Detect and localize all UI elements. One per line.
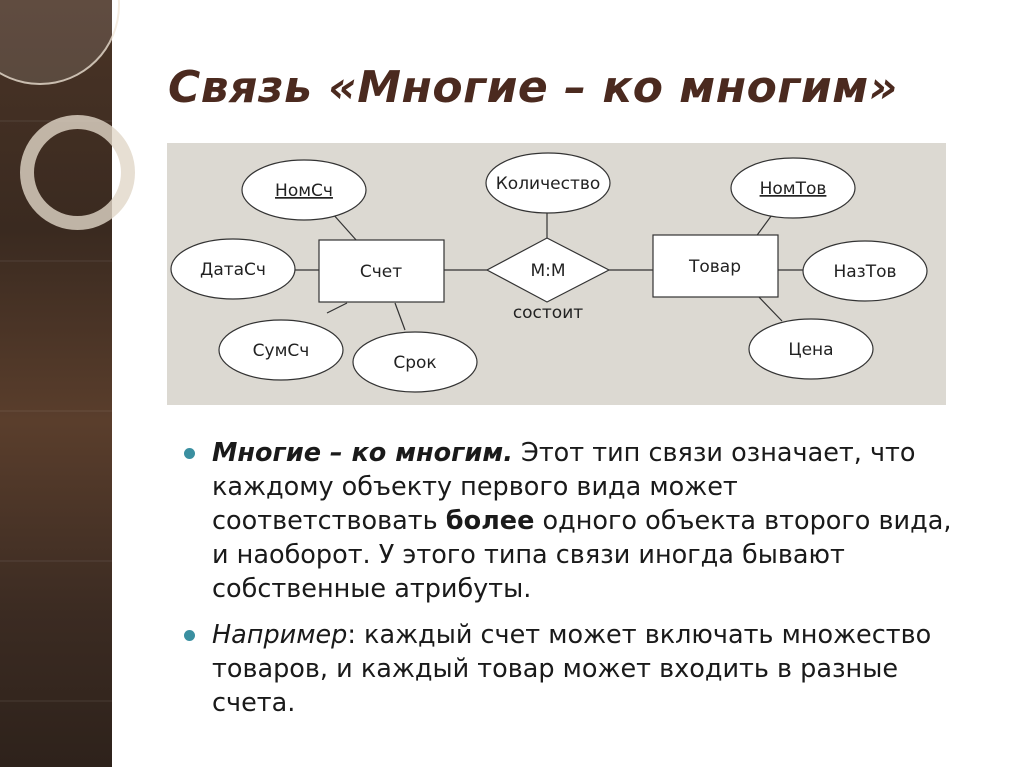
- connector-sumsch: [326, 302, 348, 314]
- entity-schet: [318, 239, 445, 303]
- bullet-text-tail: одного объекта второго вида, и наоборот.…: [212, 506, 952, 604]
- attribute-datasch: [170, 238, 296, 300]
- slide-title: Связь «Многие – ко многим»: [168, 62, 898, 113]
- attribute-kolichestvo: [485, 152, 611, 214]
- attribute-nomsch-label: НомСч: [275, 181, 333, 201]
- attribute-nomtov-label: НомТов: [760, 179, 827, 199]
- attribute-naztov: [802, 240, 928, 302]
- bullet-marker: [184, 630, 195, 641]
- entity-tovar-label: Товар: [688, 257, 741, 277]
- attribute-tsena: [748, 318, 874, 380]
- attribute-srok: [352, 331, 478, 393]
- bullet-item: Например: каждый счет может включать мно…: [184, 618, 964, 720]
- bullet-item: Многие – ко многим. Этот тип связи означ…: [184, 436, 964, 606]
- connector-tsena: [756, 294, 783, 322]
- er-diagram-svg: Счет Товар M:M состоит НомСч ДатаСч СумС…: [170, 152, 928, 393]
- connector-srok: [394, 302, 406, 331]
- attribute-srok-label: Срок: [393, 353, 436, 373]
- bullet-text: Этот тип связи означает, что каждому объ…: [212, 438, 916, 536]
- attribute-tsena-label: Цена: [788, 340, 833, 360]
- er-diagram: Счет Товар M:M состоит НомСч ДатаСч СумС…: [167, 143, 946, 405]
- bullet-strong: более: [445, 506, 535, 536]
- entity-schet-label: Счет: [360, 262, 402, 282]
- relationship-label: M:M: [530, 261, 565, 281]
- bullet-lead: Например: [212, 620, 348, 650]
- attribute-nomtov: [730, 157, 856, 219]
- attribute-kolichestvo-label: Количество: [496, 174, 601, 194]
- decorative-side-band: [0, 0, 112, 767]
- connector-nomsch: [331, 212, 358, 242]
- bullet-list: Многие – ко многим. Этот тип связи означ…: [184, 436, 964, 732]
- relationship-caption: состоит: [513, 303, 583, 323]
- decorative-circle-ring: [20, 115, 135, 230]
- attribute-naztov-label: НазТов: [833, 262, 896, 282]
- attribute-nomsch: [241, 159, 367, 221]
- attribute-sumsch-label: СумСч: [253, 341, 310, 361]
- bullet-marker: [184, 448, 195, 459]
- attribute-sumsch: [218, 319, 344, 381]
- relationship-diamond: [485, 237, 611, 303]
- bullet-lead: Многие – ко многим.: [212, 438, 513, 468]
- bullet-text: : каждый счет может включать множество т…: [212, 620, 932, 718]
- entity-tovar: [652, 234, 779, 298]
- attribute-datasch-label: ДатаСч: [200, 260, 266, 280]
